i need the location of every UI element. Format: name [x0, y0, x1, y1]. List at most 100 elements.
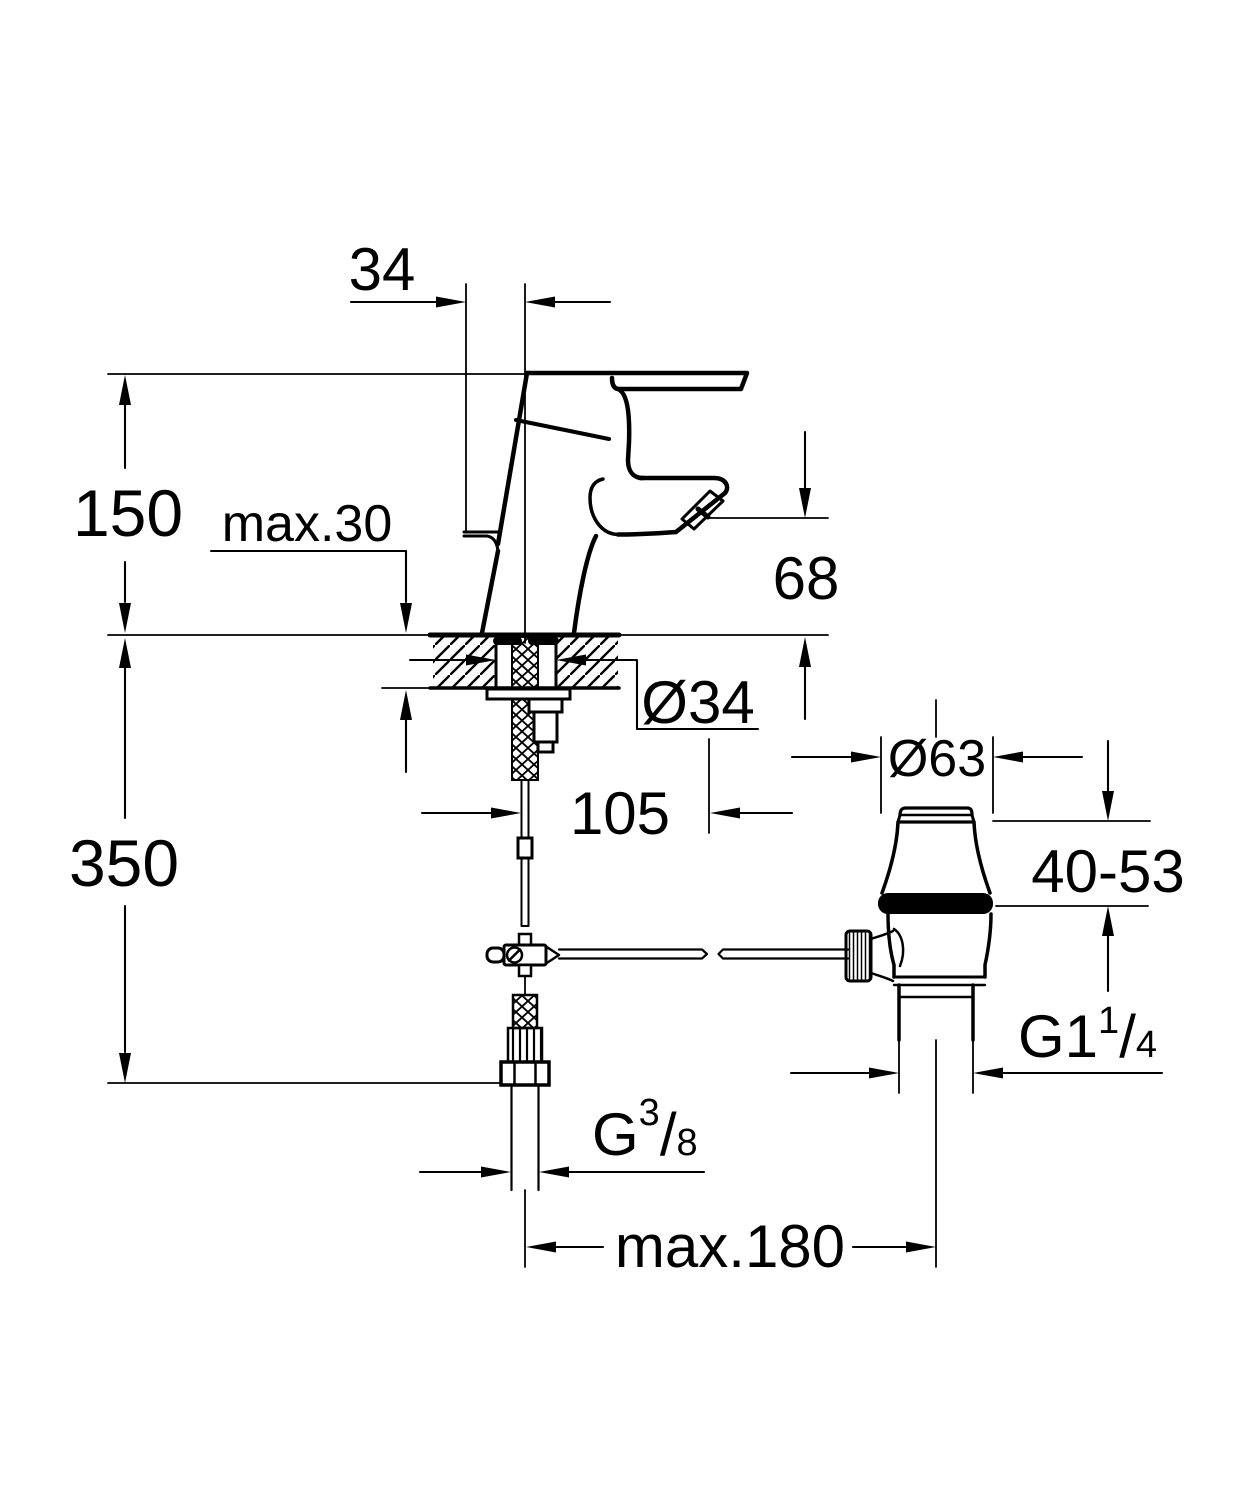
- arrow-g38-right: [539, 1166, 569, 1178]
- dim-waste-height-range: 40-53: [992, 739, 1185, 993]
- faucet-spout-top: [637, 475, 730, 535]
- counter-hatch-right: [557, 637, 618, 687]
- g38-superscript: 3: [639, 1092, 660, 1134]
- ext-lines-tailpipe: [898, 1039, 974, 1094]
- waste-adjust-knurled-knob: [844, 929, 873, 983]
- waste-seal-ring: [878, 893, 993, 914]
- dim-label-68: 68: [773, 545, 840, 612]
- dim-label-dia63: Ø63: [888, 730, 986, 788]
- arrow-max30-down: [400, 603, 412, 633]
- arrow-105-left: [491, 807, 521, 819]
- linkage-clamp-screw-slot: [507, 948, 522, 962]
- pop-up-waste-valve: [844, 806, 993, 1042]
- dim-hose-length-350: 350: [69, 638, 501, 1084]
- dim-hole-diameter-34: Ø34: [408, 654, 760, 736]
- dim-supply-thread-g38: G3/8: [418, 1092, 706, 1178]
- aerator-notch: [695, 506, 711, 520]
- g114-base: G1: [1018, 1003, 1098, 1070]
- faucet-back-edge-upper: [495, 370, 530, 547]
- faucet-spout-underside: [615, 529, 679, 537]
- g38-subscript: 8: [676, 1122, 697, 1164]
- linkage-clamp-cone: [544, 945, 561, 965]
- dim-label-4053: 40-53: [1031, 838, 1184, 905]
- arrow-dia63-right: [993, 751, 1023, 763]
- pop-up-linkage-rod: [557, 948, 850, 960]
- arrow-g114-left: [869, 1067, 899, 1079]
- dim-label-105: 105: [570, 780, 670, 847]
- linkage-clamp-bottom-tab: [517, 963, 533, 978]
- dim-label-dia34: Ø34: [641, 669, 754, 736]
- rod-guide-step-3: [536, 740, 555, 754]
- arrow-dia63-left: [851, 751, 881, 763]
- rod-sleeve: [516, 836, 534, 860]
- arrow-150-down: [119, 603, 131, 633]
- linkage-clamp-end-cylinder: [485, 946, 506, 964]
- dim-label-max30: max.30: [222, 495, 393, 553]
- arrow-4053-up: [1102, 906, 1114, 936]
- arrow-max180-right: [906, 1241, 936, 1253]
- arrow-350-up: [119, 638, 131, 668]
- flex-hose-braid: [511, 993, 539, 1030]
- dim-deck-thickness-max30: max.30: [209, 495, 412, 774]
- faucet-back-edge-lower: [479, 548, 501, 636]
- waste-body-right: [983, 912, 993, 979]
- rod-guide-step-1: [527, 697, 564, 714]
- dimension-annotations: 34 150 max.30 68: [69, 236, 1185, 1280]
- dim-label-34: 34: [349, 236, 416, 303]
- g38-slash: /: [660, 1101, 677, 1168]
- g38-base: G: [592, 1101, 639, 1168]
- rod-guide-step-2: [532, 710, 559, 744]
- arrow-34-right: [525, 296, 555, 308]
- faucet-side-view: [462, 370, 750, 636]
- arrow-dia34-right: [556, 654, 586, 666]
- supply-connection-nut: [499, 1060, 551, 1087]
- dim-height-150: 150: [73, 375, 183, 633]
- arrow-68-down: [799, 488, 811, 518]
- nut-facet-lines: [513, 1060, 537, 1087]
- waste-body-left: [886, 912, 896, 979]
- arrow-g114-right: [973, 1067, 1003, 1079]
- arrow-34-left: [436, 296, 466, 308]
- arrow-g38-left: [481, 1166, 511, 1178]
- g114-slash: /: [1119, 1003, 1136, 1070]
- dim-max-center-distance-180: max.180: [524, 699, 937, 1280]
- dim-flange-diameter-63: Ø63: [790, 730, 1084, 814]
- shank-and-supply-stack: [485, 636, 572, 1192]
- arrow-150-up: [119, 375, 131, 405]
- arrow-68-up: [799, 637, 811, 667]
- supply-pipe: [510, 1083, 540, 1192]
- dim-label-g114: G11/4: [1018, 1000, 1157, 1070]
- g114-subscript: 4: [1136, 1024, 1157, 1066]
- dim-waste-thread-g114: G11/4: [789, 1000, 1164, 1094]
- dim-label-350: 350: [69, 826, 179, 900]
- faucet-waist-arc: [588, 477, 620, 537]
- ext-lines-flange: [880, 736, 994, 814]
- arrow-max30-up: [400, 690, 412, 720]
- flex-hose-ferrule: [506, 1026, 544, 1064]
- faucet-front-edge-upper: [615, 386, 646, 481]
- waste-tailpipe: [897, 983, 975, 1042]
- aerator-outline: [680, 489, 725, 531]
- waste-knob-neck: [869, 929, 895, 983]
- linkage-rod-right-segment: [717, 948, 850, 960]
- arrow-max180-left: [526, 1241, 556, 1253]
- dim-label-150: 150: [73, 476, 183, 550]
- counter-hatch-left: [433, 637, 495, 687]
- dia34-leader: [584, 658, 760, 731]
- waste-button-top: [898, 806, 974, 817]
- waste-bell-left: [880, 820, 900, 895]
- arrow-dia34-left: [466, 654, 496, 666]
- faucet-handle-rear-tail: [462, 530, 500, 553]
- dim-label-max180: max.180: [615, 1213, 845, 1280]
- arrow-350-down: [119, 1053, 131, 1083]
- dim-spout-reach-105: 105: [420, 738, 794, 847]
- linkage-rod-left-segment: [557, 948, 709, 960]
- waste-bell-right: [972, 820, 992, 895]
- arrow-4053-down: [1102, 791, 1114, 821]
- pop-up-rod-upper: [520, 779, 530, 839]
- g114-superscript: 1: [1098, 1000, 1119, 1042]
- dim-label-g38: G3/8: [592, 1092, 698, 1168]
- waste-body-boss-curve: [892, 927, 905, 968]
